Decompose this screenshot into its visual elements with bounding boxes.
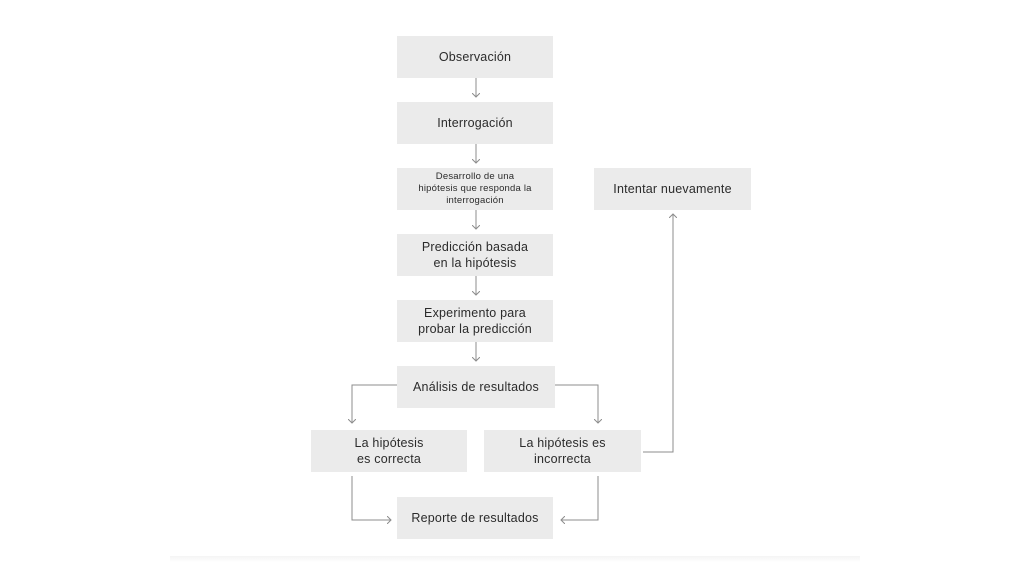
node-interrogacion-label: Interrogación [437, 115, 513, 130]
node-intentar-nuevamente-label: Intentar nuevamente [613, 181, 732, 196]
arrow-incorrecta-intentar [643, 214, 673, 453]
node-prediccion: Predicción basada en la hipótesis [397, 234, 553, 276]
node-desarrollo-hipotesis-label: Desarrollo de una hipótesis que responda… [418, 171, 532, 206]
node-hipotesis-incorrecta-label: La hipótesis es incorrecta [519, 435, 606, 466]
node-desarrollo-hipotesis: Desarrollo de una hipótesis que responda… [397, 168, 553, 210]
node-prediccion-label: Predicción basada en la hipótesis [421, 239, 529, 270]
node-observacion-label: Observación [438, 49, 512, 64]
bottom-shadow [170, 556, 860, 562]
node-hipotesis-incorrecta: La hipótesis es incorrecta [484, 430, 641, 472]
arrow-incorrecta-reporte [561, 476, 599, 520]
arrow-correcta-reporte [351, 476, 391, 520]
node-experimento: Experimento para probar la predicción [397, 300, 553, 342]
node-hipotesis-correcta-label: La hipótesis es correcta [354, 435, 424, 466]
node-experimento-label: Experimento para probar la predicción [418, 305, 532, 336]
node-reporte: Reporte de resultados [397, 497, 553, 539]
node-intentar-nuevamente: Intentar nuevamente [594, 168, 751, 210]
node-analisis-label: Análisis de resultados [413, 379, 539, 394]
node-interrogacion: Interrogación [397, 102, 553, 144]
node-hipotesis-correcta: La hipótesis es correcta [311, 430, 467, 472]
arrow-analisis-incorrecta [555, 384, 598, 423]
node-analisis: Análisis de resultados [397, 366, 555, 408]
node-reporte-label: Reporte de resultados [411, 510, 539, 525]
node-observacion: Observación [397, 36, 553, 78]
arrow-analisis-correcta [352, 384, 397, 423]
